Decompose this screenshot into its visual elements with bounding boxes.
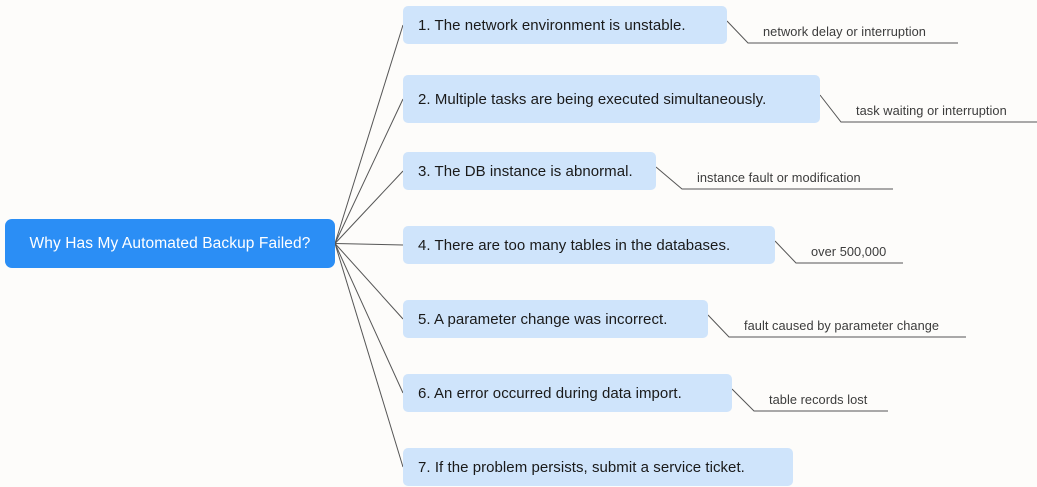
connector-root-to-branch-1: [334, 24, 404, 244]
annotation-label: task waiting or interruption: [856, 103, 1007, 119]
connector-root-to-branch-4: [334, 243, 404, 246]
branch-node-4[interactable]: 4. There are too many tables in the data…: [403, 226, 775, 264]
branch-node-label: 1. The network environment is unstable.: [418, 16, 686, 34]
annotation-label: instance fault or modification: [697, 170, 861, 186]
branch-node-2[interactable]: 2. Multiple tasks are being executed sim…: [403, 75, 820, 123]
connector-root-to-branch-6: [334, 243, 404, 394]
branch-node-label: 3. The DB instance is abnormal.: [418, 162, 633, 180]
root-node[interactable]: Why Has My Automated Backup Failed?: [5, 219, 335, 268]
annotation-label: over 500,000: [811, 244, 887, 260]
branch-node-7[interactable]: 7. If the problem persists, submit a ser…: [403, 448, 793, 486]
branch-node-label: 5. A parameter change was incorrect.: [418, 310, 668, 328]
root-node-label: Why Has My Automated Backup Failed?: [29, 234, 311, 252]
connector-root-to-branch-3: [334, 170, 404, 244]
annotation-label: fault caused by parameter change: [744, 318, 940, 334]
connector-root-to-branch-5: [334, 243, 404, 320]
connector-root-to-branch-2: [334, 98, 404, 244]
annotation-label: table records lost: [769, 392, 868, 408]
connector-root-to-branch-7: [334, 243, 404, 468]
branch-node-label: 4. There are too many tables in the data…: [418, 236, 731, 254]
branch-node-3[interactable]: 3. The DB instance is abnormal.: [403, 152, 656, 190]
annotation-label: network delay or interruption: [763, 24, 926, 40]
branch-node-label: 6. An error occurred during data import.: [418, 384, 682, 402]
branch-node-label: 7. If the problem persists, submit a ser…: [418, 458, 745, 476]
branch-node-5[interactable]: 5. A parameter change was incorrect.: [403, 300, 708, 338]
branch-node-1[interactable]: 1. The network environment is unstable.: [403, 6, 727, 44]
branch-node-6[interactable]: 6. An error occurred during data import.: [403, 374, 732, 412]
branch-node-label: 2. Multiple tasks are being executed sim…: [418, 90, 767, 108]
